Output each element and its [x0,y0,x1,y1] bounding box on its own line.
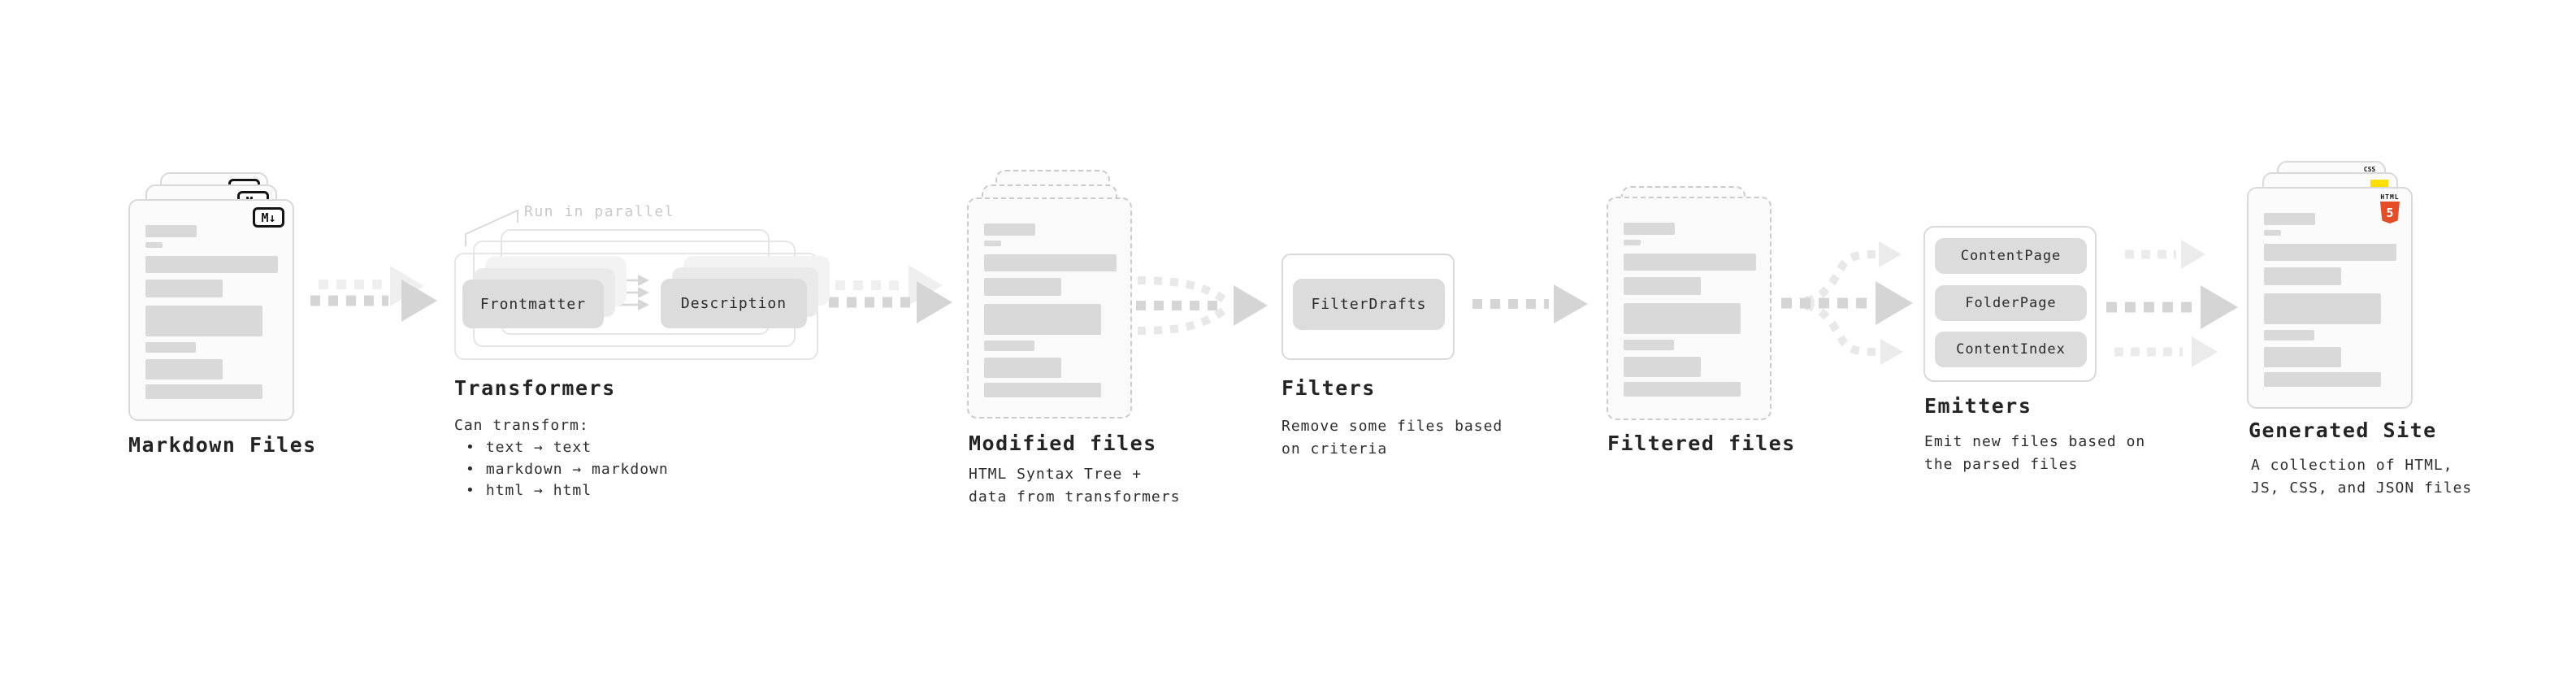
bullet-glyph: • [466,460,475,478]
modified-file-card-front [967,197,1132,419]
skeleton-text-bar [145,242,163,248]
arrow-emitters-to-generated [2106,240,2238,367]
stage-label-filters: Filters [1281,376,1376,400]
skeleton-text-bar [2264,230,2281,236]
skeleton-text-bar [145,256,278,273]
arrow-filters-to-filtered [1472,284,1588,323]
stage-label-transformers: Transformers [454,376,616,400]
emitters-description: Emit new files based on the parsed files [1924,431,2145,476]
stage-label-emitters: Emitters [1924,394,2032,418]
bullet-text: markdown → markdown [485,460,669,478]
node-filterdrafts: FilterDrafts [1293,279,1445,330]
skeleton-text-bar [145,225,197,237]
filters-description: Remove some files based on criteria [1281,415,1503,461]
skeleton-text-bar [984,383,1101,397]
skeleton-text-bar [984,241,1001,246]
skeleton-text-bar [145,280,223,297]
description-line: JS, CSS, and JSON files [2251,479,2473,497]
skeleton-text-bar [1624,254,1756,271]
modified-files-description: HTML Syntax Tree + data from transformer… [969,463,1180,509]
run-in-parallel-annotation: Run in parallel [524,203,675,220]
stage-label-filtered-files: Filtered files [1607,432,1796,455]
document-skeleton [984,223,1117,397]
bullet-item: • markdown → markdown [454,459,669,481]
html5-icon-shield: 5 [2380,202,2400,223]
description-line: data from transformers [969,488,1181,505]
skeleton-text-bar [2264,244,2396,261]
skeleton-text-bar [2264,293,2381,324]
filtered-file-card-front [1607,197,1772,420]
stage-label-markdown-files: Markdown Files [128,433,317,457]
document-skeleton [2264,213,2396,387]
stage-label-generated-site: Generated Site [2249,419,2437,442]
skeleton-text-bar [145,384,262,399]
skeleton-text-bar [2264,330,2314,340]
node-contentindex: ContentIndex [1935,332,2087,367]
skeleton-text-bar [984,223,1035,236]
description-line: the parsed files [1924,456,2079,473]
document-skeleton [145,225,278,399]
skeleton-text-bar [984,278,1061,296]
skeleton-text-bar [2264,347,2341,367]
skeleton-text-bar [1624,277,1701,295]
skeleton-text-bar [984,304,1101,335]
skeleton-text-bar [984,340,1034,351]
bullet-glyph: • [466,439,475,456]
bullet-text: html → html [485,482,592,499]
transformers-description-title: Can transform: [454,417,589,434]
skeleton-text-bar [1624,223,1675,235]
node-contentpage: ContentPage [1935,238,2087,274]
html5-icon: HTML 5 [2379,193,2401,223]
skeleton-text-bar [1624,382,1741,397]
skeleton-text-bar [145,306,262,336]
skeleton-text-bar [1624,340,1674,350]
skeleton-text-bar [145,342,196,353]
css-icon-label: CSS [2363,166,2376,173]
document-skeleton [1624,223,1756,397]
arrow-filtered-to-emitters [1781,241,1913,365]
markdown-file-card-front: M↓ [128,199,294,421]
skeleton-text-bar [984,254,1117,271]
skeleton-text-bar [1624,240,1641,245]
arrow-modified-to-filters [1136,276,1268,335]
description-line: A collection of HTML, [2251,457,2453,474]
arrow-markdown-to-transformers [310,266,437,322]
skeleton-text-bar [145,359,223,380]
bullet-item: • text → text [454,437,669,459]
stage-label-modified-files: Modified files [969,432,1157,455]
bullet-item: • html → html [454,480,669,502]
description-line: Remove some files based [1281,418,1503,435]
generated-file-card-front: HTML 5 [2247,187,2413,409]
skeleton-text-bar [2264,267,2341,285]
description-line: Emit new files based on [1924,433,2146,450]
description-line: HTML Syntax Tree + [969,466,1143,483]
html5-icon-label: HTML [2380,193,2400,201]
arrow-transformers-to-modified [829,265,952,323]
skeleton-text-bar [2264,372,2381,387]
skeleton-text-bar [984,358,1061,378]
skeleton-text-bar [2264,213,2315,225]
transformers-bullet-list: • text → text • markdown → markdown • ht… [454,437,669,502]
skeleton-text-bar [1624,303,1741,334]
node-description: Description [661,279,807,328]
node-folderpage: FolderPage [1935,285,2087,321]
node-frontmatter: Frontmatter [462,280,604,328]
description-line: on criteria [1281,440,1388,458]
bullet-glyph: • [466,482,475,499]
markdown-icon: M↓ [253,207,284,228]
bullet-text: text → text [485,439,592,456]
skeleton-text-bar [1624,357,1701,377]
generated-site-description: A collection of HTML, JS, CSS, and JSON … [2251,454,2472,500]
